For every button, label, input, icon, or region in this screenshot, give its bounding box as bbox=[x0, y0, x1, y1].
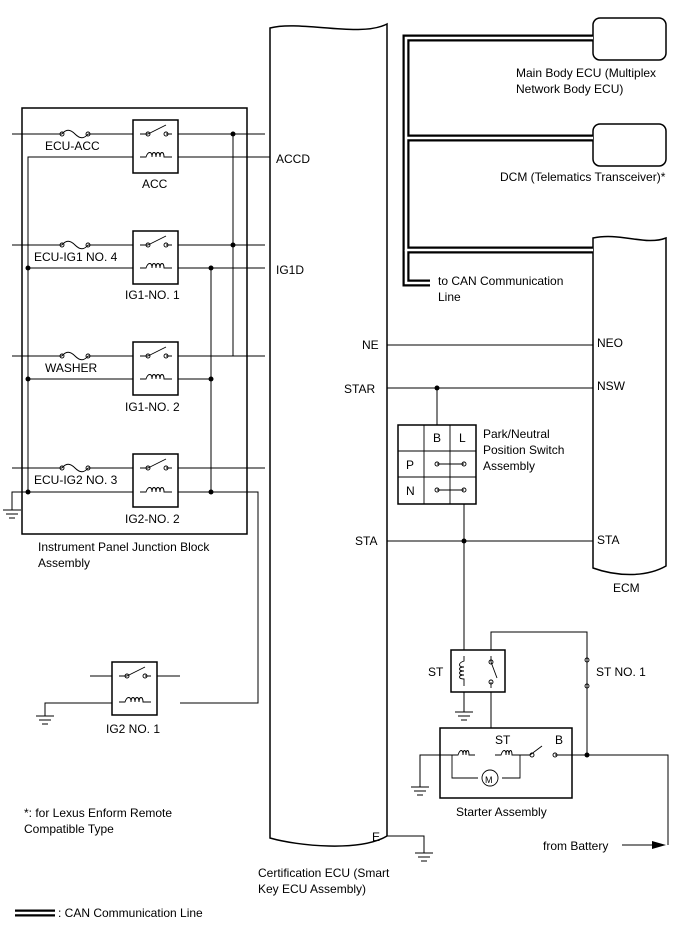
relay-acc bbox=[132, 119, 179, 174]
relay-ig1-no1-label: IG1-NO. 1 bbox=[125, 288, 180, 302]
pn-switch-label-3: Assembly bbox=[483, 459, 535, 473]
terminal-accd: ACCD bbox=[276, 152, 310, 166]
jb-ground bbox=[3, 491, 28, 519]
to-can-label-1: to CAN Communication bbox=[438, 274, 563, 288]
main-body-ecu-label-2: Network Body ECU) bbox=[516, 82, 623, 96]
to-can-label-2: Line bbox=[438, 290, 461, 304]
dcm-box bbox=[592, 123, 667, 167]
pn-switch-label-1: Park/Neutral bbox=[483, 427, 550, 441]
pn-col-l: L bbox=[459, 431, 466, 445]
certification-ecu-label-1: Certification ECU (Smart bbox=[258, 866, 390, 880]
certification-ecu-body bbox=[269, 22, 388, 847]
footnote-line-1: *: for Lexus Enform Remote bbox=[24, 806, 172, 820]
battery-arrow bbox=[652, 841, 666, 849]
fuse-ecu-acc-label: ECU-ACC bbox=[45, 139, 100, 153]
relay-ig1-no2 bbox=[132, 341, 179, 396]
relay-ig1-no2-label: IG1-NO. 2 bbox=[125, 400, 180, 414]
terminal-sta-right: STA bbox=[597, 533, 619, 547]
pn-switch bbox=[397, 424, 477, 505]
can-bus bbox=[402, 34, 593, 287]
relay-st-no1-label: ST NO. 1 bbox=[596, 665, 646, 679]
terminal-neo: NEO bbox=[597, 336, 623, 350]
fuse-washer-label: WASHER bbox=[45, 361, 98, 375]
terminal-ne: NE bbox=[362, 338, 379, 352]
starter-assembly bbox=[439, 727, 573, 799]
relay-ig2-no2-label: IG2-NO. 2 bbox=[125, 512, 180, 526]
starter-st-label: ST bbox=[495, 733, 511, 747]
ecm-label: ECM bbox=[613, 581, 640, 595]
relay-ig2-no1-label: IG2 NO. 1 bbox=[106, 722, 160, 736]
starter-motor-label: M bbox=[485, 775, 493, 785]
pn-row-n: N bbox=[406, 484, 415, 498]
footnote-line-2: Compatible Type bbox=[24, 822, 114, 836]
main-body-ecu-box bbox=[592, 17, 667, 61]
ecm-body bbox=[592, 235, 667, 576]
junction-block-label-2: Assembly bbox=[38, 556, 90, 570]
relay-st-label: ST bbox=[428, 665, 444, 679]
terminal-sta-left: STA bbox=[355, 534, 377, 548]
certification-ecu-label-2: Key ECU Assembly) bbox=[258, 882, 366, 896]
pn-switch-label-2: Position Switch bbox=[483, 443, 564, 457]
fuse-ecu-ig2-no3 bbox=[61, 463, 89, 473]
fuse-ecu-acc bbox=[61, 129, 89, 139]
terminal-nsw: NSW bbox=[597, 379, 626, 393]
relay-ig2-no2 bbox=[132, 453, 179, 508]
main-body-ecu-label-1: Main Body ECU (Multiplex bbox=[516, 66, 656, 80]
starter-b-label: B bbox=[555, 733, 563, 747]
from-battery-label: from Battery bbox=[543, 839, 608, 853]
junction-block-label-1: Instrument Panel Junction Block bbox=[38, 540, 210, 554]
relay-st bbox=[450, 649, 506, 693]
pn-col-b: B bbox=[433, 431, 441, 445]
dcm-label: DCM (Telematics Transceiver)* bbox=[500, 170, 666, 184]
relay-acc-label: ACC bbox=[142, 177, 168, 191]
terminal-ig1d: IG1D bbox=[276, 263, 304, 277]
pn-row-p: P bbox=[406, 458, 414, 472]
fuse-ecu-ig1-no4 bbox=[61, 240, 89, 250]
relay-ig1-no1 bbox=[132, 230, 179, 285]
fuse-ecu-ig2-no3-label: ECU-IG2 NO. 3 bbox=[34, 473, 118, 487]
fuse-washer bbox=[61, 351, 89, 361]
terminal-e: E bbox=[372, 830, 380, 844]
relay-ig2-no1 bbox=[111, 661, 158, 716]
legend-label: : CAN Communication Line bbox=[58, 906, 203, 920]
terminal-star: STAR bbox=[344, 382, 375, 396]
starter-label: Starter Assembly bbox=[456, 805, 547, 819]
fuse-ecu-ig1-no4-label: ECU-IG1 NO. 4 bbox=[34, 250, 118, 264]
